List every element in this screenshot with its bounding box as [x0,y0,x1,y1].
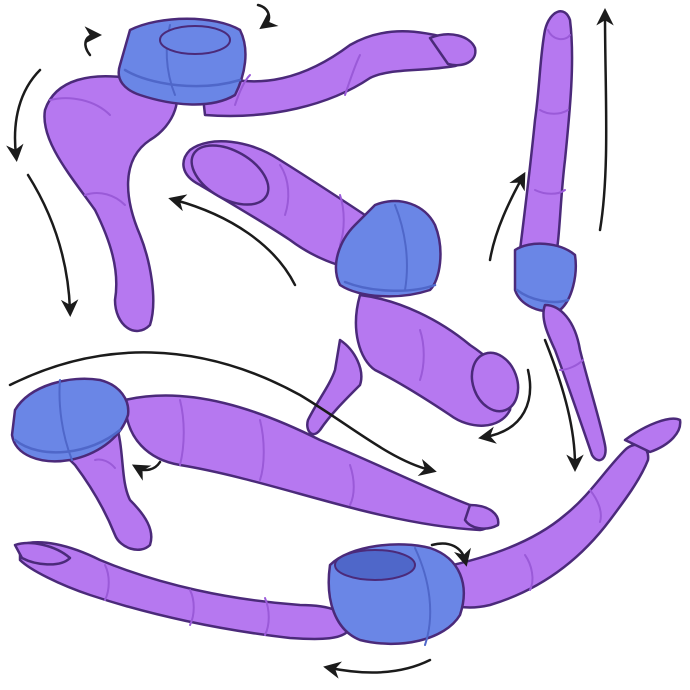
figure-3-leg-upper [518,10,574,265]
curved-arrow-icon [8,351,437,476]
curved-arrow-icon [256,3,279,30]
curved-arrow-icon [168,194,297,287]
figure-1-foot-right [428,33,477,67]
figure-2 [182,140,520,436]
curved-arrow-icon [26,173,79,317]
figure-1-leg-left [43,75,179,333]
figure-3-shorts [513,242,577,313]
curved-arrow-icon [323,658,432,679]
curved-arrow-icon [430,542,471,567]
figure-5-leg-right [428,443,650,609]
figure-1 [43,17,477,333]
figure-4-shorts [10,377,130,463]
figure-4 [10,377,500,551]
figure-3-leg-lower [542,303,607,462]
curved-arrow-icon [488,171,526,262]
curved-arrow-icon [84,26,102,57]
figure-4-leg-long [123,394,490,532]
curved-arrow-icon [131,460,162,481]
curved-arrow-icon [543,338,584,472]
motion-arrows [6,3,614,679]
curved-arrow-icon [596,8,614,232]
figure-3 [513,10,607,462]
curved-arrow-icon [6,68,42,162]
figure-2-leg-lower [354,293,513,427]
figure-5 [13,417,682,646]
figure-2-shorts [334,199,442,298]
curved-arrow-icon [478,368,532,444]
